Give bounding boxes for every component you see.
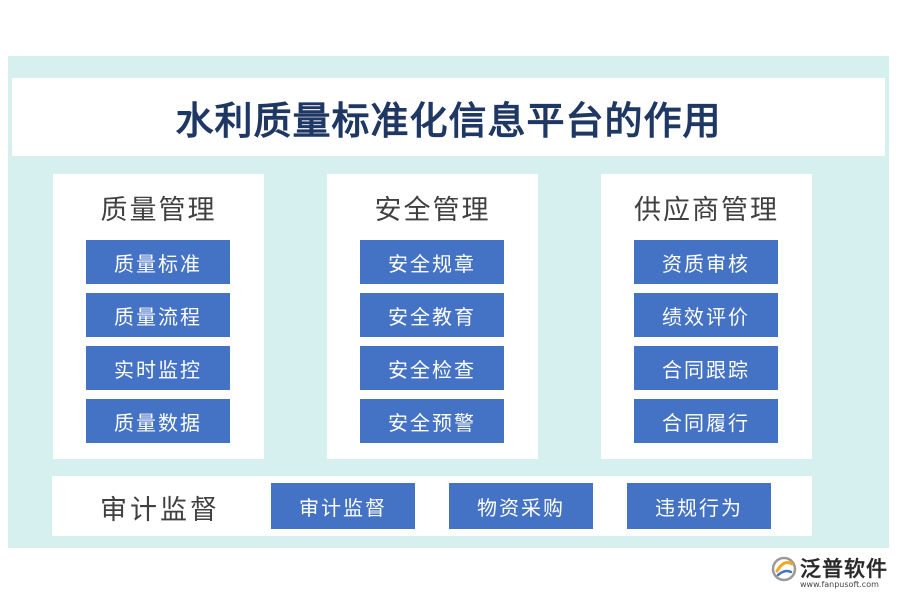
diagram-title: 水利质量标准化信息平台的作用 — [175, 97, 722, 143]
panel-heading: 安全管理 — [374, 195, 491, 226]
panel-quality: 质量管理 质量标准 质量流程 实时监控 质量数据 — [53, 174, 264, 459]
logo-mark-icon — [771, 556, 797, 582]
box-item: 质量标准 — [86, 240, 230, 284]
panel-safety: 安全管理 安全规章 安全教育 安全检查 安全预警 — [327, 174, 538, 459]
box-item: 物资采购 — [449, 483, 593, 529]
box-item: 安全预警 — [360, 399, 504, 443]
box-item: 实时监控 — [86, 346, 230, 390]
panel-heading: 质量管理 — [100, 195, 217, 226]
title-bar: 水利质量标准化信息平台的作用 — [12, 78, 885, 156]
audit-heading: 审计监督 — [100, 495, 220, 526]
box-item: 资质审核 — [634, 240, 778, 284]
logo-url: www.fanpusoft.com — [800, 580, 879, 589]
logo-name: 泛普软件 — [800, 557, 888, 581]
box-item: 违规行为 — [627, 483, 771, 529]
box-item: 绩效评价 — [634, 293, 778, 337]
box-item: 合同跟踪 — [634, 346, 778, 390]
box-item: 安全教育 — [360, 293, 504, 337]
box-item: 质量流程 — [86, 293, 230, 337]
box-item: 合同履行 — [634, 399, 778, 443]
brand-logo: 泛普软件 www.fanpusoft.com — [770, 553, 895, 593]
box-item: 质量数据 — [86, 399, 230, 443]
box-item: 安全检查 — [360, 346, 504, 390]
panel-supplier: 供应商管理 资质审核 绩效评价 合同跟踪 合同履行 — [601, 174, 812, 459]
box-item: 安全规章 — [360, 240, 504, 284]
audit-row: 审计监督 审计监督 物资采购 违规行为 — [52, 476, 812, 536]
box-item: 审计监督 — [271, 483, 415, 529]
panel-heading: 供应商管理 — [634, 195, 779, 226]
